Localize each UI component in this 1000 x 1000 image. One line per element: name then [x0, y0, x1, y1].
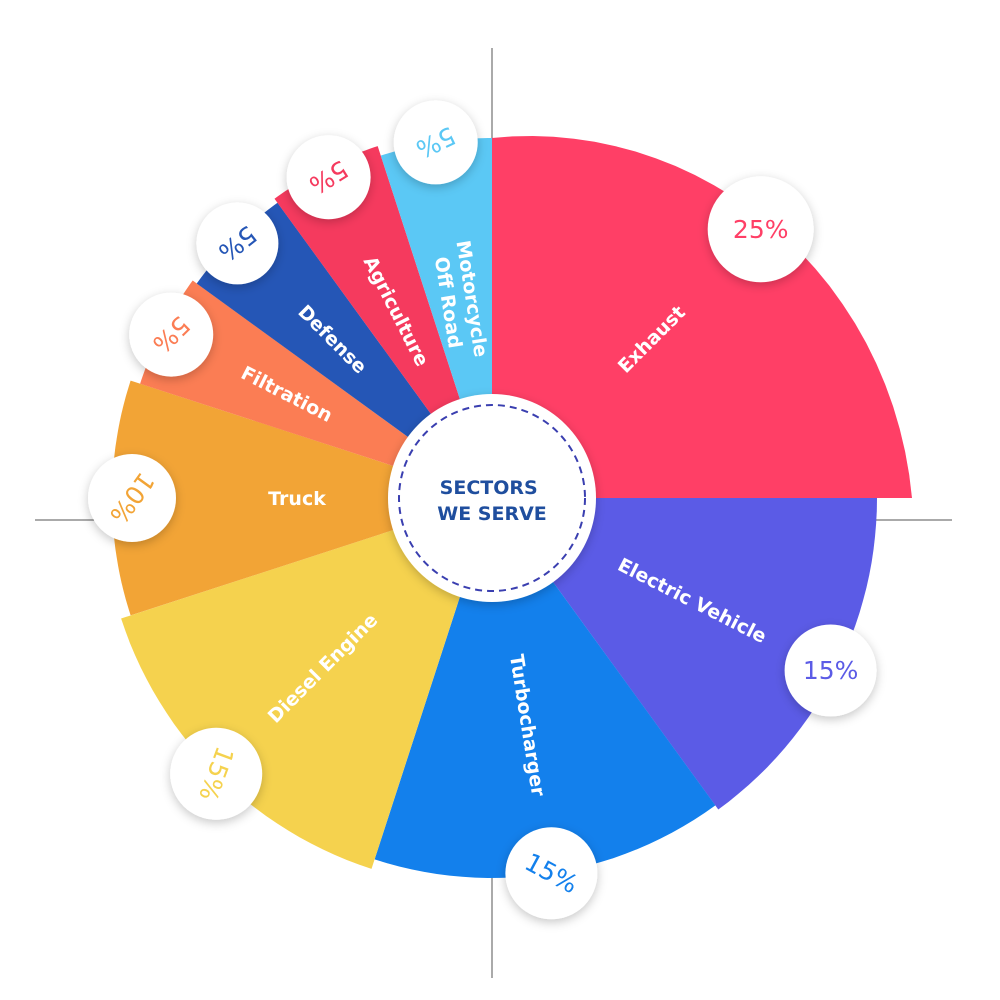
slice-truck	[112, 380, 492, 616]
percent-bubble-truck	[88, 454, 176, 542]
percent-bubble-turbocharger	[505, 827, 598, 920]
percent-bubble-filtration	[129, 292, 214, 377]
percent-bubble-motorcycle-off-road	[393, 100, 478, 185]
percent-label-exhaust: 25%	[733, 215, 789, 244]
percent-bubble-electric-vehicle	[784, 624, 877, 717]
slice-diesel-engine	[121, 498, 492, 869]
percent-bubble-diesel-engine	[170, 727, 263, 820]
slice-exhaust	[492, 136, 912, 498]
slice-electric-vehicle	[492, 498, 877, 810]
chart-title: SECTORS WE SERVE	[437, 477, 547, 525]
slice-defense	[196, 202, 492, 498]
slice-turbocharger	[374, 498, 716, 878]
center-dashed-ring	[398, 404, 586, 592]
percent-bubble-defense	[196, 202, 279, 285]
chart-title-line-2: WE SERVE	[437, 503, 547, 525]
chart-title-line-1: SECTORS	[440, 477, 538, 499]
percent-bubble-agriculture	[286, 135, 371, 220]
percent-bubble-exhaust	[707, 176, 814, 283]
slice-label-truck: Truck	[268, 488, 326, 510]
center-disc	[388, 394, 596, 602]
chart-center: SECTORS WE SERVE	[388, 394, 596, 602]
percent-label-electric-vehicle: 15%	[803, 656, 859, 685]
